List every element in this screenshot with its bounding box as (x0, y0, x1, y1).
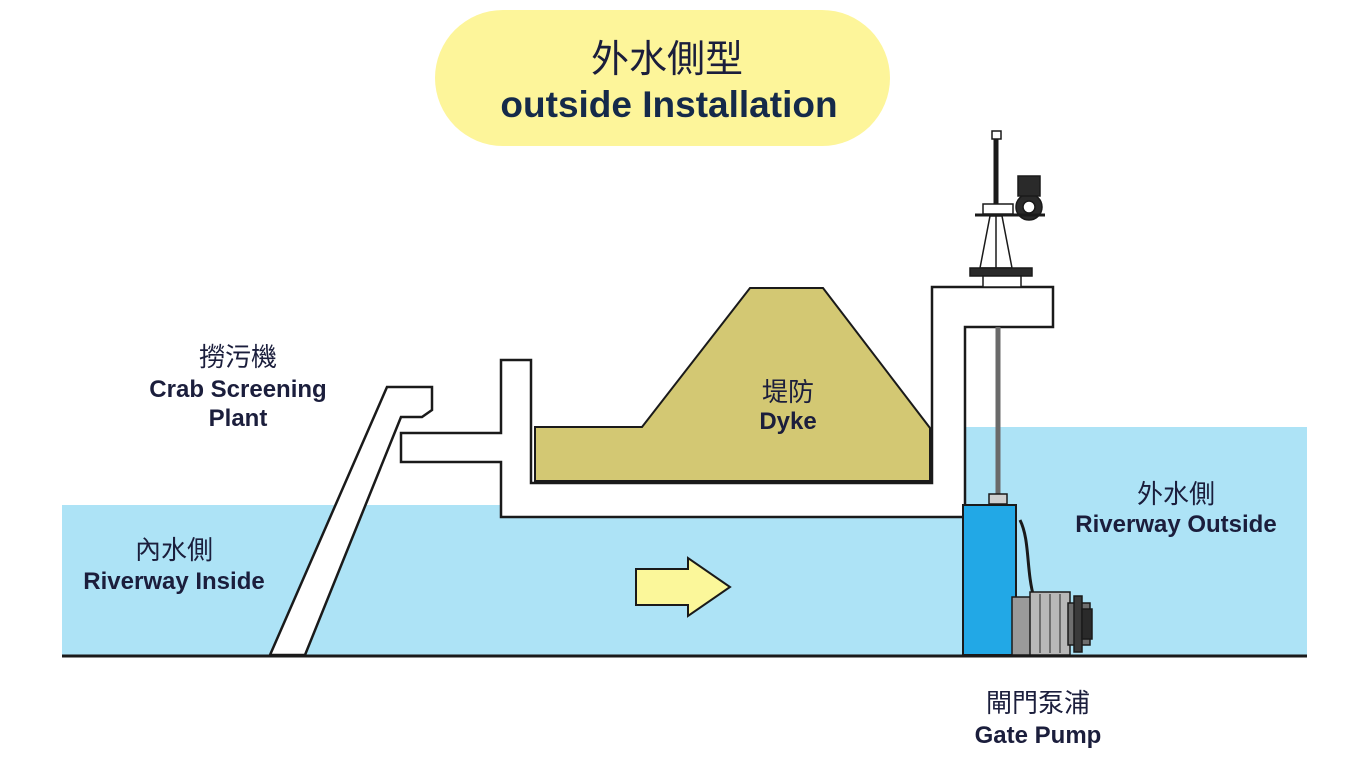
inside-water (62, 505, 966, 655)
stem-coupling (988, 493, 1008, 505)
gate-panel (962, 504, 1017, 656)
inside-label-en: Riverway Inside (83, 568, 264, 595)
concrete-structure (399, 285, 1055, 519)
pump-cable (1018, 519, 1036, 599)
pump-label-zh: 閘門泵浦 (986, 688, 1090, 718)
screening-label-en-line1: Crab Screening (149, 376, 326, 403)
title-zh: 外水側型 (591, 39, 743, 81)
dyke (534, 287, 931, 482)
right-arrow-icon (635, 556, 732, 618)
dyke-label-en: Dyke (759, 408, 816, 435)
screening-label-zh: 撈污機 (199, 342, 277, 372)
inside-label-zh: 內水側 (135, 535, 213, 565)
outside-label-en: Riverway Outside (1075, 511, 1276, 538)
pump-label-en: Gate Pump (975, 722, 1102, 749)
title-badge (435, 10, 890, 146)
outside-label-zh: 外水側 (1137, 479, 1215, 509)
title-en: outside Installation (500, 84, 837, 125)
gate-hoist-icon (969, 130, 1045, 288)
gate-pump-icon (1011, 591, 1093, 656)
screening-label-en-line2: Plant (209, 405, 268, 432)
dyke-label-zh: 堤防 (762, 377, 814, 407)
